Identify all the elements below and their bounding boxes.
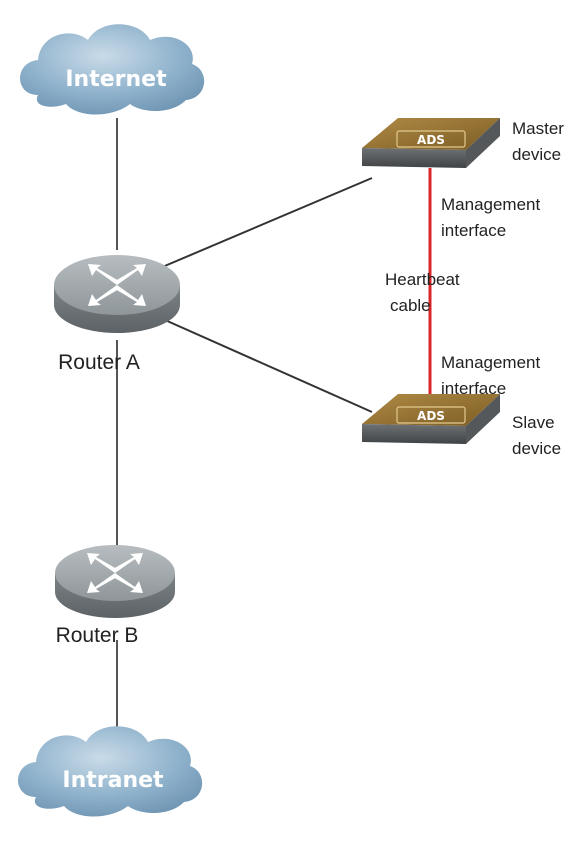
link-router-a-slave [164, 319, 373, 413]
mgmt-interface-top-line1: Management [441, 195, 541, 214]
master-ads-badge [396, 130, 466, 148]
slave-ads-badge-text: ADS [417, 409, 445, 423]
router-a: Router A [54, 255, 180, 374]
link-router-a-master [159, 177, 373, 269]
internet-label: Internet [65, 67, 167, 92]
slave-device-label-line1: Slave [512, 413, 555, 432]
slave-ads-badge [396, 406, 466, 424]
router-arrows-icon [88, 264, 146, 306]
intranet-label: Intranet [62, 768, 164, 793]
slave-device-side [466, 394, 500, 444]
heartbeat-cable-label-line1: Heartbeat [385, 270, 460, 289]
router-arrows-icon [87, 553, 143, 593]
cloud-icon [18, 726, 203, 817]
router-b-label: Router B [56, 624, 139, 647]
master-device-side [466, 118, 500, 168]
slave-device-front [362, 424, 466, 444]
mgmt-interface-top-line2: interface [441, 221, 506, 240]
mgmt-interface-bottom-line2: interface [441, 379, 506, 398]
router-b: Router B [55, 545, 175, 647]
slave-device-label-line2: device [512, 439, 561, 458]
master-device-label-line1: Master [512, 119, 564, 138]
mgmt-interface-bottom-line1: Management [441, 353, 541, 372]
cloud-icon [20, 24, 205, 115]
master-device-label-line2: device [512, 145, 561, 164]
master-ads-device: ADS [362, 118, 500, 168]
master-ads-badge-text: ADS [417, 133, 445, 147]
slave-ads-device: ADS [362, 394, 500, 444]
master-device-front [362, 148, 466, 168]
internet-cloud: Internet [20, 24, 205, 115]
router-a-label: Router A [58, 351, 140, 374]
intranet-cloud: Intranet [18, 726, 203, 817]
heartbeat-cable-label-line2: cable [390, 296, 431, 315]
links [116, 118, 432, 740]
